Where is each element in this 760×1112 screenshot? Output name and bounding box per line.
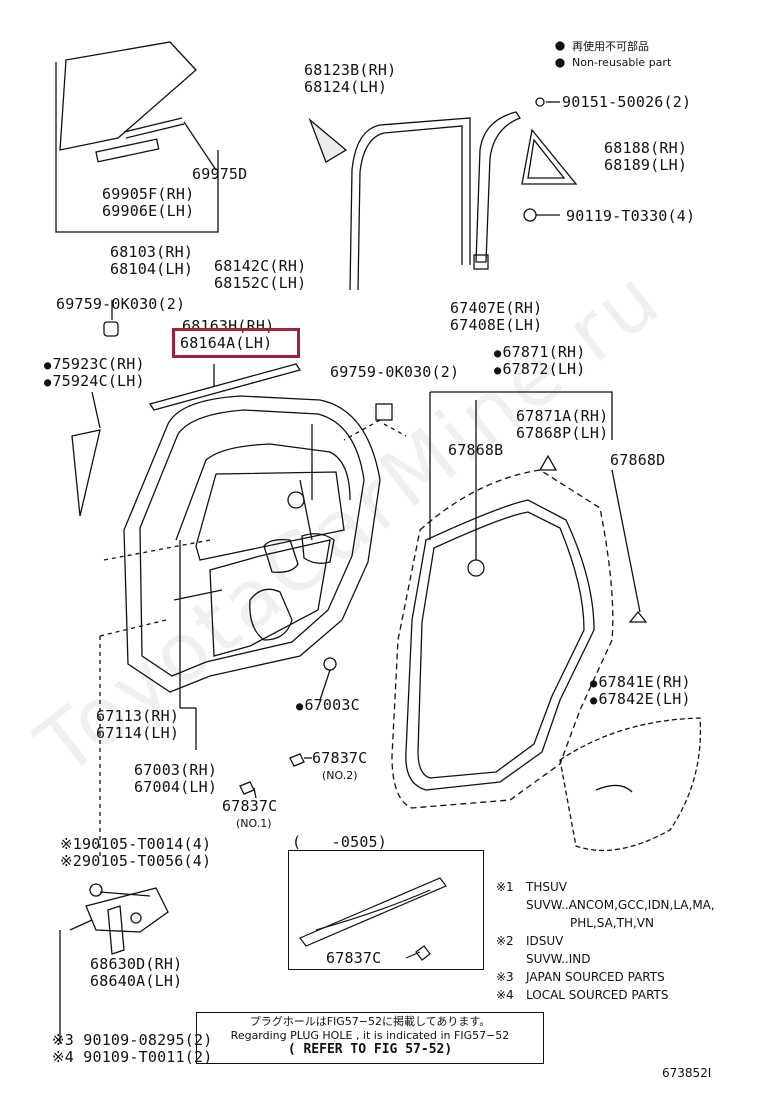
part-75923C[interactable]: 75923C(RH) — [44, 356, 145, 374]
figure-id: 673852I — [662, 1066, 712, 1080]
plug-hole-note: プラグホールはFIG57−52に掲載してあります。 Regarding PLUG… — [196, 1012, 544, 1064]
part-75924C[interactable]: 75924C(LH) — [44, 373, 145, 391]
door-glass — [59, 41, 197, 151]
label-no1: (NO.1) — [236, 817, 272, 830]
part-69905F[interactable]: 69905F(RH) — [102, 185, 195, 203]
service-hole-cover — [559, 717, 702, 852]
part-69759-0K030-a[interactable]: 69759-0K030(2) — [56, 295, 186, 313]
note-refer-link[interactable]: ( REFER TO FIG 57-52) — [287, 1042, 453, 1057]
part-68630D[interactable]: 68630D(RH) — [90, 955, 183, 973]
part-68164A[interactable]: 68164A(LH) — [180, 334, 273, 352]
belt-moulding — [148, 363, 302, 411]
part-67113[interactable]: 67113(RH) — [96, 707, 180, 725]
legend-non-reusable-jp: 再使用不可部品 — [572, 40, 649, 53]
part-68124[interactable]: 68124(LH) — [304, 78, 388, 96]
part-69759-0K030-b[interactable]: 69759-0K030(2) — [330, 363, 460, 381]
part-68640A[interactable]: 68640A(LH) — [90, 972, 183, 990]
part-90109-T0011[interactable]: ※4 90109-T0011(2) — [52, 1048, 213, 1066]
part-67842E[interactable]: 67842E(LH) — [590, 691, 691, 709]
inset-detail — [288, 850, 484, 970]
part-90151-50026[interactable]: 90151-50026(2) — [562, 93, 692, 111]
part-67868B[interactable]: 67868B — [448, 441, 504, 459]
part-67841E[interactable]: 67841E(RH) — [590, 674, 691, 692]
part-68188[interactable]: 68188(RH) — [604, 139, 688, 157]
part-68142C[interactable]: 68142C(RH) — [214, 257, 307, 275]
part-69906E[interactable]: 69906E(LH) — [102, 202, 195, 220]
inset-range: ( -0505) — [292, 833, 388, 851]
part-67004[interactable]: 67004(LH) — [134, 778, 218, 796]
highlight-box — [172, 328, 300, 358]
door-panel — [123, 395, 381, 693]
part-67872[interactable]: 67872(LH) — [494, 361, 586, 379]
notes-legend-row: SUVW..IND — [526, 952, 591, 966]
inset-part-67837C[interactable]: 67837C — [326, 949, 382, 967]
part-67408E[interactable]: 67408E(LH) — [450, 316, 543, 334]
part-90109-08295[interactable]: ※3 90109-08295(2) — [52, 1031, 213, 1049]
weatherstrip — [405, 499, 595, 791]
part-67407E[interactable]: 67407E(RH) — [450, 299, 543, 317]
part-67871A[interactable]: 67871A(RH) — [516, 407, 609, 425]
part-90119-T0330[interactable]: 90119-T0330(4) — [566, 207, 696, 225]
part-68189[interactable]: 68189(LH) — [604, 156, 688, 174]
part-67837C-no1[interactable]: 67837C — [222, 797, 278, 815]
note-en: Regarding PLUG HOLE , it is indicated in… — [230, 1029, 510, 1042]
notes-legend-row: SUVW..ANCOM,GCC,IDN,LA,MA, — [526, 898, 715, 912]
part-67868P[interactable]: 67868P(LH) — [516, 424, 609, 442]
part-68152C[interactable]: 68152C(LH) — [214, 274, 307, 292]
part-90105-T0014[interactable]: ※190105-T0014(4) — [60, 835, 212, 853]
part-67003[interactable]: 67003(RH) — [134, 761, 218, 779]
part-68103[interactable]: 68103(RH) — [110, 243, 194, 261]
part-67114[interactable]: 67114(LH) — [96, 724, 180, 742]
label-no2: (NO.2) — [322, 769, 358, 782]
part-67837C-no2[interactable]: 67837C — [312, 749, 368, 767]
part-67871[interactable]: 67871(RH) — [494, 344, 586, 362]
note-jp: プラグホールはFIG57−52に掲載してあります。 — [249, 1015, 491, 1028]
legend-non-reusable-en: Non-reusable part — [572, 56, 672, 69]
part-68104[interactable]: 68104(LH) — [110, 260, 194, 278]
part-67868D[interactable]: 67868D — [610, 451, 666, 469]
notes-legend-row: PHL,SA,TH,VN — [570, 916, 654, 930]
quarter-glass — [308, 117, 348, 163]
door-hinge — [85, 887, 169, 933]
part-67003C[interactable]: 67003C — [296, 697, 360, 715]
part-69975D[interactable]: 69975D — [192, 165, 248, 183]
part-90105-T0056[interactable]: ※290105-T0056(4) — [60, 852, 212, 870]
part-68123B[interactable]: 68123B(RH) — [304, 61, 397, 79]
